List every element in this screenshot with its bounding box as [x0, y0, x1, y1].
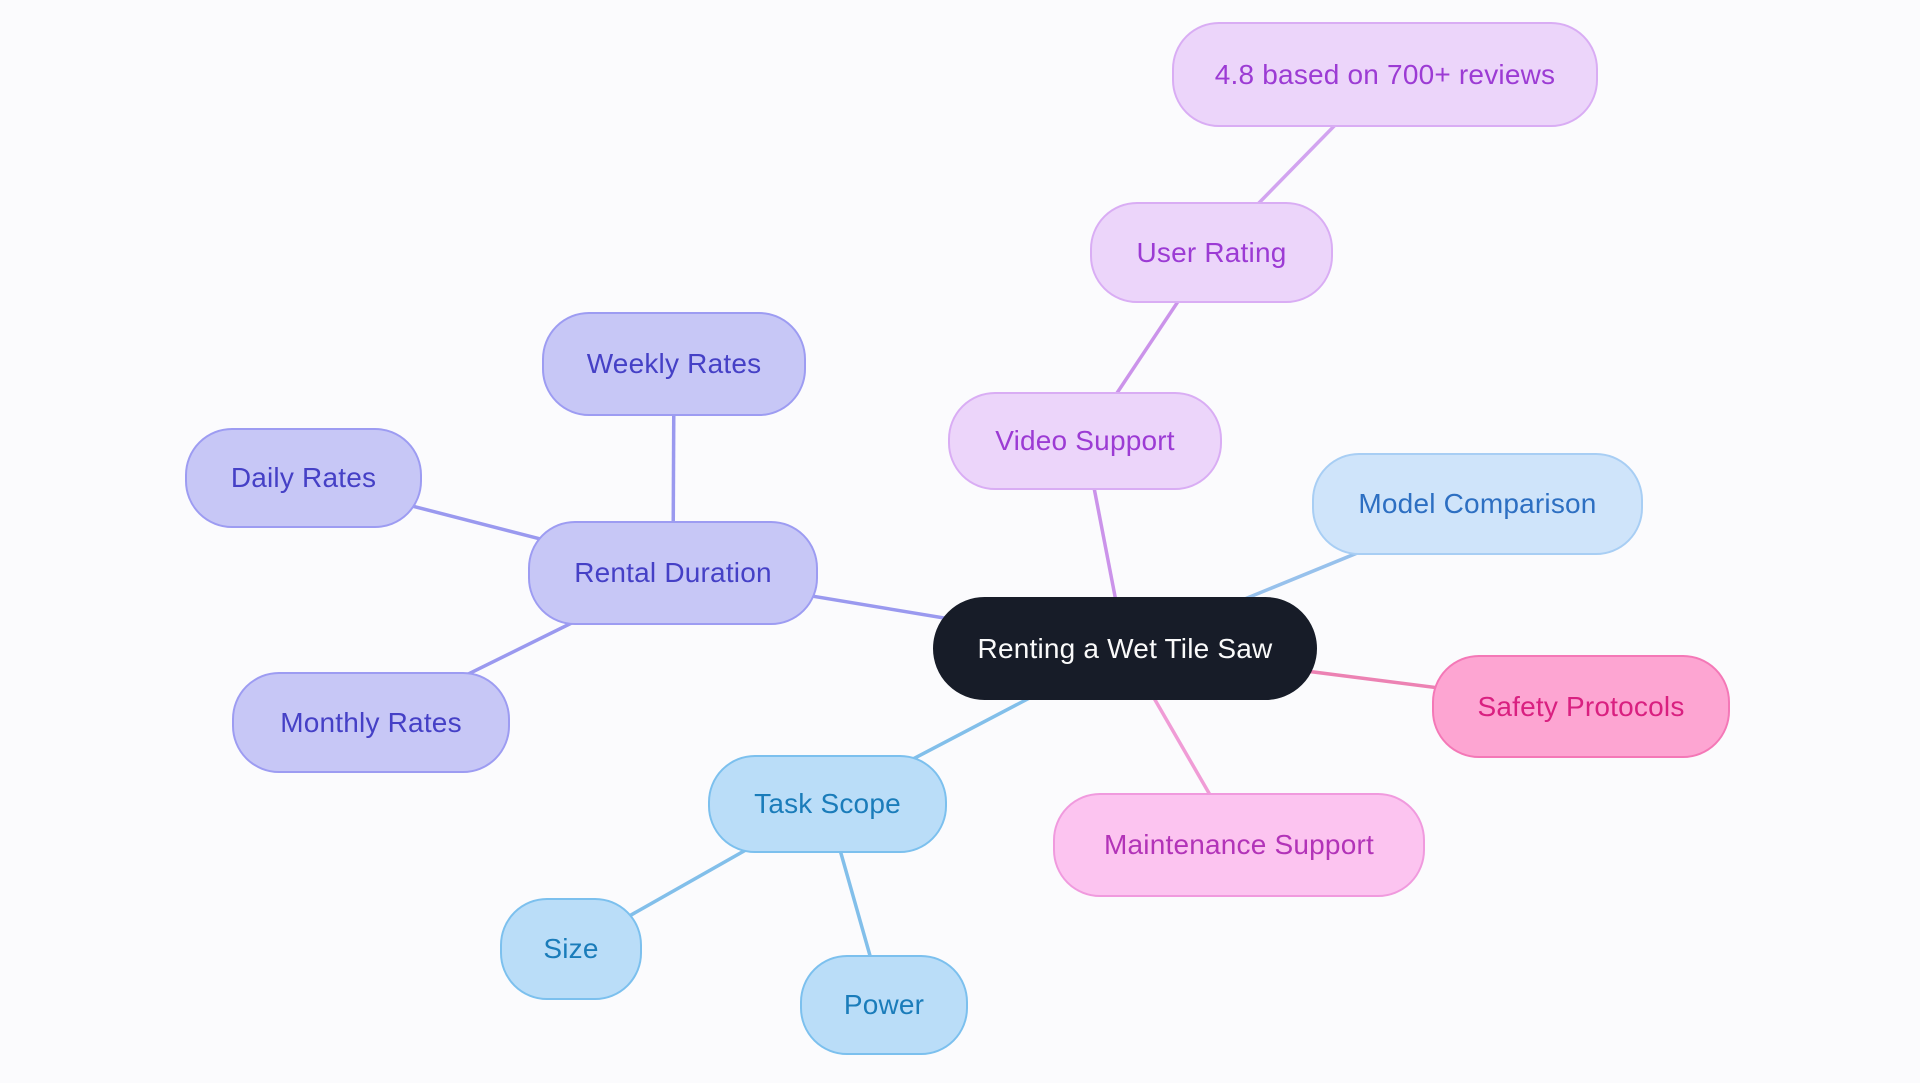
- node-label: Task Scope: [754, 788, 901, 819]
- node-label: Power: [843, 989, 925, 1020]
- node-label: Weekly Rates: [586, 348, 762, 379]
- node-label: User Rating: [1136, 236, 1287, 268]
- node-user-rating[interactable]: User Rating: [1090, 202, 1333, 303]
- node-weekly-rates[interactable]: Weekly Rates: [542, 312, 806, 416]
- node-rating-reviews[interactable]: 4.8 based on 700+ reviews: [1172, 22, 1598, 127]
- node-label: Monthly Rates: [280, 706, 462, 738]
- node-model-comparison[interactable]: Model Comparison: [1312, 453, 1643, 555]
- node-central-topic[interactable]: Renting a Wet Tile Saw: [933, 597, 1317, 700]
- node-monthly-rates[interactable]: Monthly Rates: [232, 672, 510, 773]
- node-label: Renting a Wet Tile Saw: [977, 632, 1273, 664]
- node-label: Safety Protocols: [1477, 690, 1685, 722]
- node-video-support[interactable]: Video Support: [948, 392, 1222, 490]
- node-task-scope[interactable]: Task Scope: [708, 755, 947, 853]
- node-label: Maintenance Support: [1104, 829, 1374, 860]
- node-label: Model Comparison: [1358, 488, 1597, 519]
- node-label: 4.8 based on 700+ reviews: [1214, 58, 1556, 90]
- node-maintenance-support[interactable]: Maintenance Support: [1053, 793, 1425, 897]
- node-label: Size: [543, 933, 599, 964]
- node-power[interactable]: Power: [800, 955, 968, 1055]
- node-safety-protocols[interactable]: Safety Protocols: [1432, 655, 1730, 758]
- node-daily-rates[interactable]: Daily Rates: [185, 428, 422, 528]
- node-size[interactable]: Size: [500, 898, 642, 1000]
- node-label: Daily Rates: [230, 462, 377, 493]
- node-label: Rental Duration: [574, 557, 772, 588]
- node-rental-duration[interactable]: Rental Duration: [528, 521, 818, 625]
- node-label: Video Support: [995, 425, 1175, 456]
